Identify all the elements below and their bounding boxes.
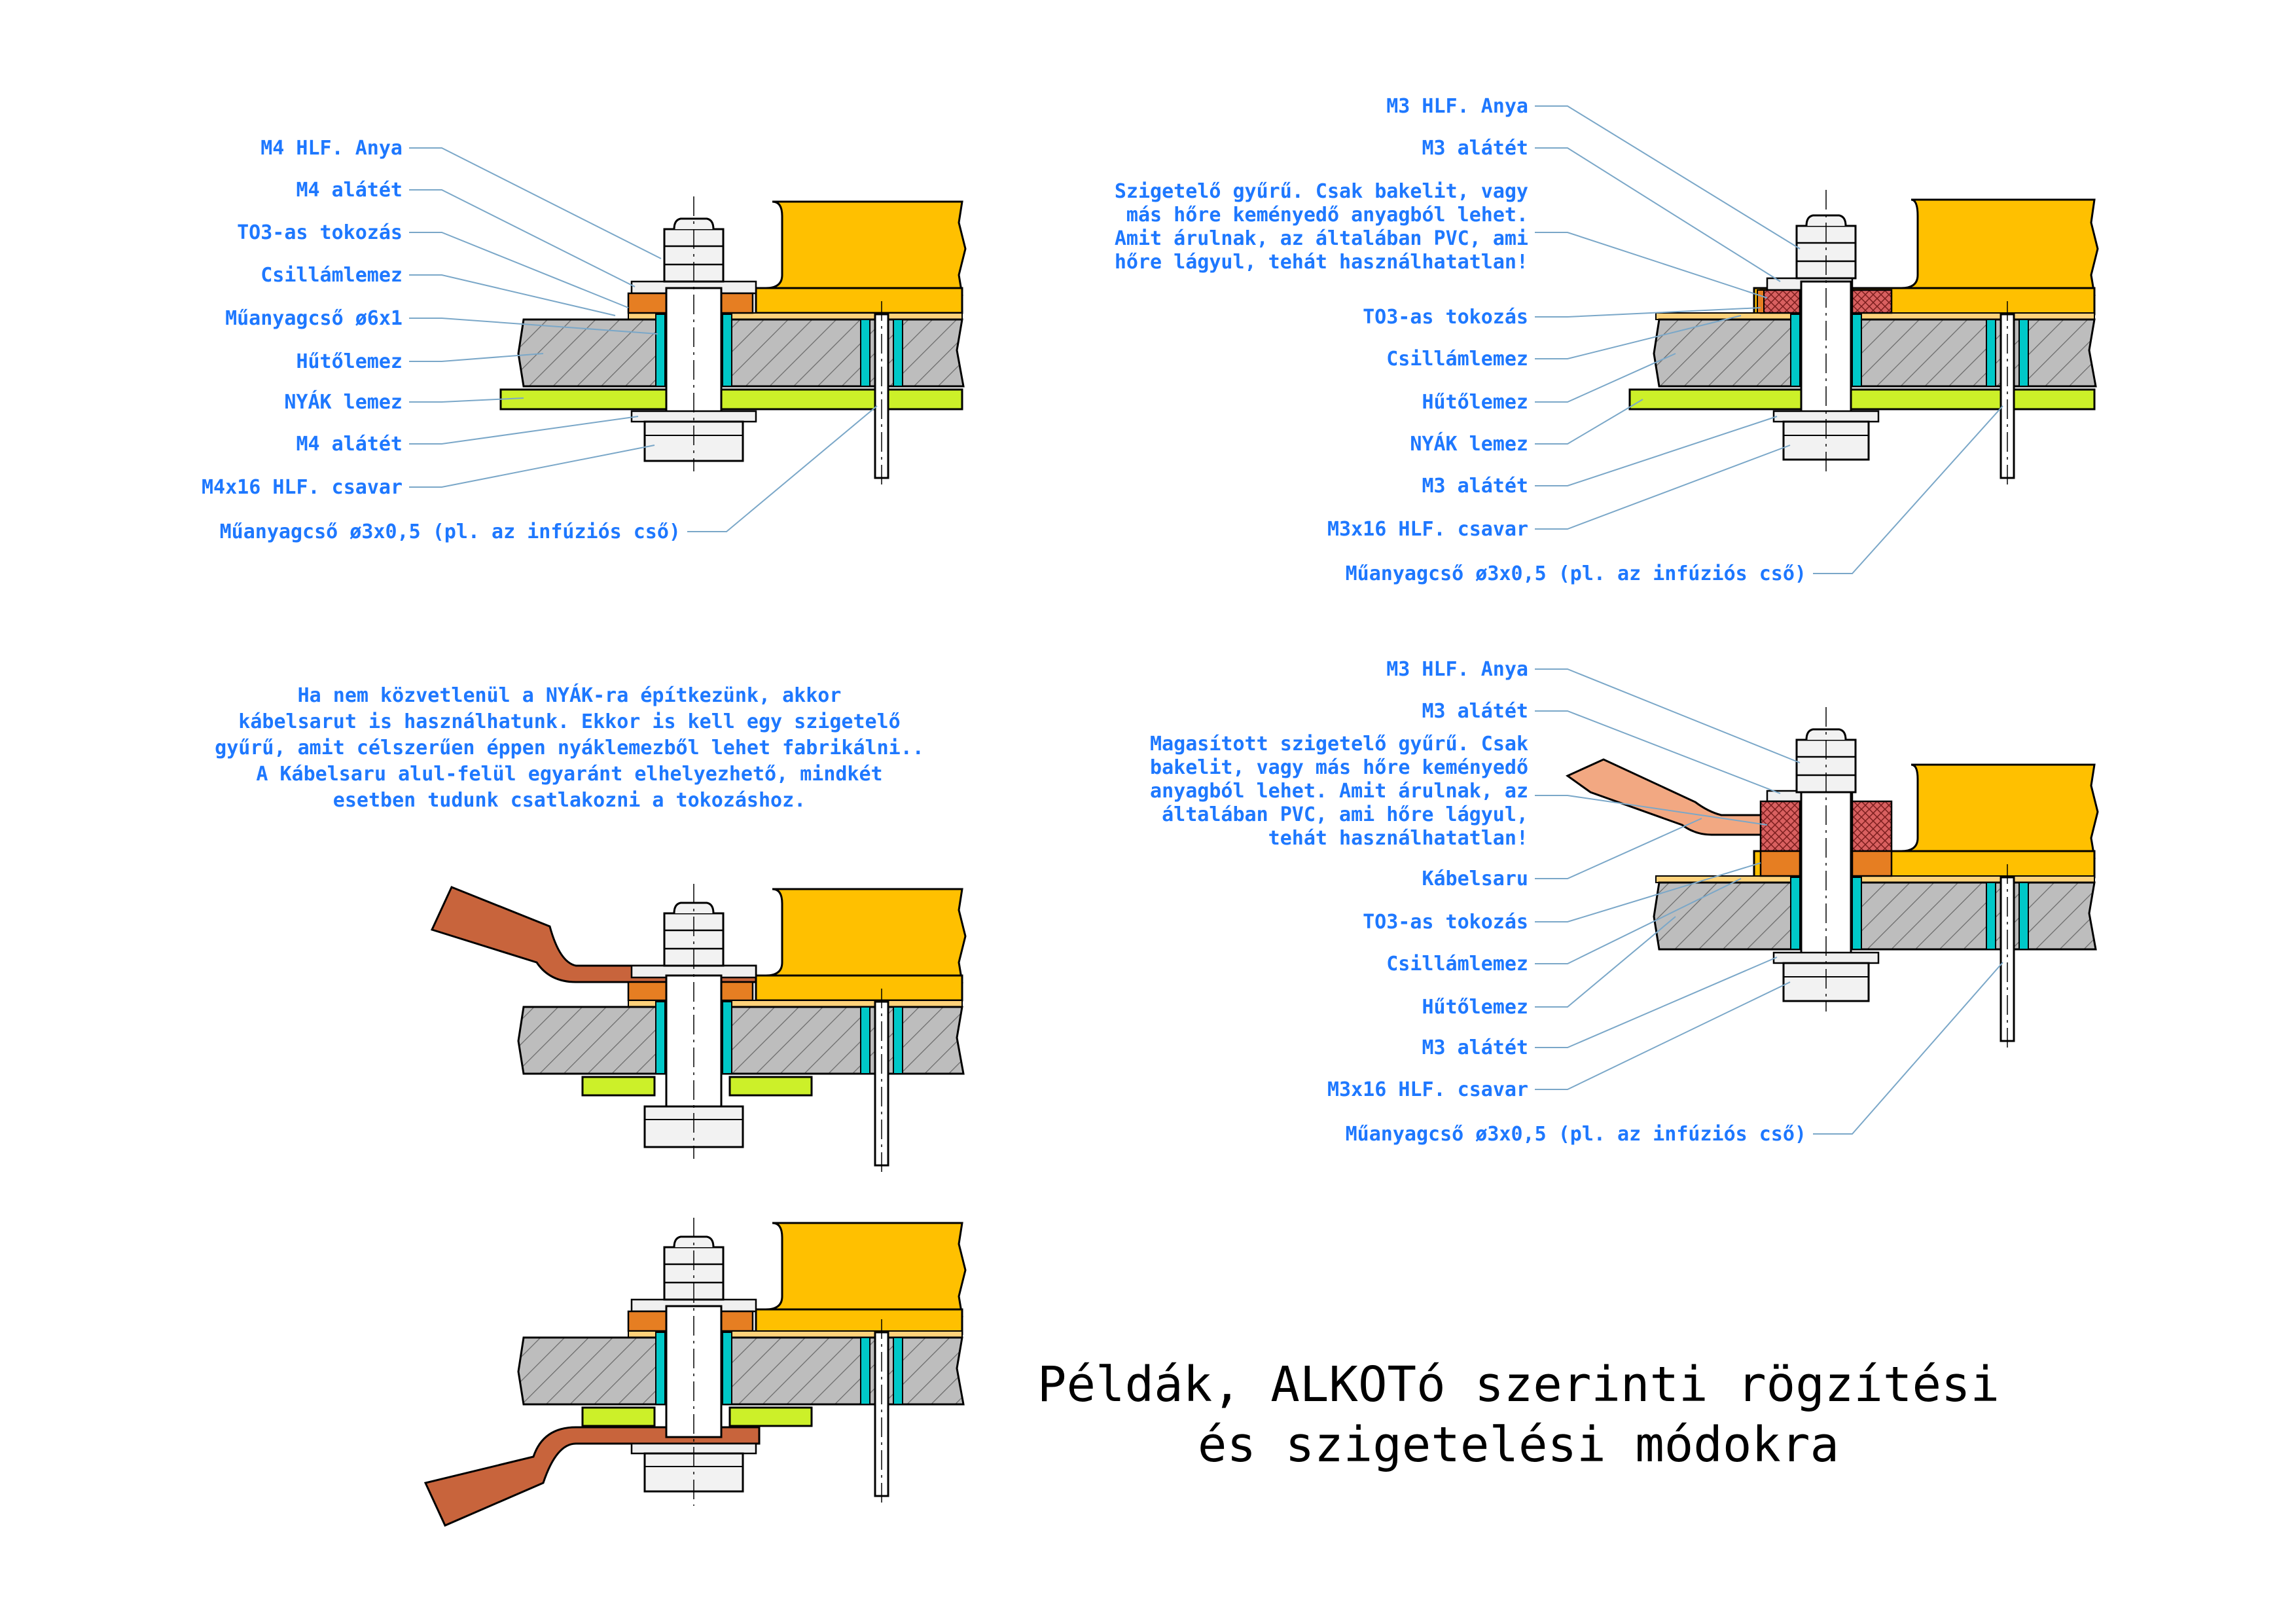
label-raised-ring-1: Magasított szigetelő gyűrű. Csak xyxy=(1150,733,1528,756)
labels-top-left: M4 HLF. Anya M4 alátét TO3-as tokozás Cs… xyxy=(202,137,681,543)
label-to3-case: TO3-as tokozás xyxy=(237,221,403,244)
label-cable-lug: Kábelsaru xyxy=(1422,867,1528,890)
leader-lines-top-right xyxy=(1535,105,2003,574)
label-pin-tube-mr: Műanyagcső ø3x0,5 (pl. az infúziós cső) xyxy=(1346,1123,1806,1146)
to3-flange xyxy=(755,287,963,314)
label-raised-ring-3: anyagból lehet. Amit árulnak, az xyxy=(1150,780,1528,803)
note-cable-lug: Ha nem közvetlenül a NYÁK-ra építkezünk,… xyxy=(215,684,924,812)
label-raised-ring-2: bakelit, vagy más hőre keményedő xyxy=(1150,756,1528,779)
insulator-tube-right xyxy=(722,314,732,387)
insulator-tube-left xyxy=(655,314,666,387)
label-raised-ring-5: tehát használhatatlan! xyxy=(1268,827,1528,850)
label-washer-tr: M3 alátét xyxy=(1422,137,1528,160)
heatsink xyxy=(517,318,965,388)
cable-lug-bottom xyxy=(423,1426,761,1527)
label-nut-mr: M3 HLF. Anya xyxy=(1386,658,1528,681)
label-washer-bottom-mr: M3 alátét xyxy=(1422,1036,1528,1059)
label-heatsink: Hűtőlemez xyxy=(296,350,403,373)
label-raised-ring-4: általában PVC, ami hőre lágyul, xyxy=(1162,803,1528,826)
label-ring-line3: Amit árulnak, az általában PVC, ami xyxy=(1115,227,1528,250)
label-to3-mr: TO3-as tokozás xyxy=(1363,911,1528,934)
label-mica-mr: Csillámlemez xyxy=(1386,953,1528,976)
label-nut: M4 HLF. Anya xyxy=(260,137,403,160)
label-bolt: M4x16 HLF. csavar xyxy=(202,476,403,499)
label-bolt-tr: M3x16 HLF. csavar xyxy=(1327,518,1528,541)
label-washer-bottom: M4 alátét xyxy=(296,433,403,456)
label-pin-tube: Műanyagcső ø3x0,5 (pl. az infúziós cső) xyxy=(220,520,681,543)
label-ring-line2: más hőre keményedő anyagból lehet. xyxy=(1126,204,1528,227)
assembly-top-right: M3 HLF. Anya M3 alátét Szigetelő gyűrű. … xyxy=(1115,95,2099,585)
title-line-1: Példák, ALKOTó szerinti rögzítési xyxy=(1037,1357,2000,1413)
label-bolt-mr: M3x16 HLF. csavar xyxy=(1327,1078,1528,1101)
label-washer: M4 alátét xyxy=(296,179,403,202)
note-line-4: A Kábelsaru alul-felül egyaránt elhelyez… xyxy=(256,763,882,786)
label-to3-tr: TO3-as tokozás xyxy=(1363,306,1528,329)
leader-lines-top-left xyxy=(409,147,878,532)
label-ring-line1: Szigetelő gyűrű. Csak bakelit, vagy xyxy=(1115,180,1528,203)
note-line-1: Ha nem közvetlenül a NYÁK-ra építkezünk,… xyxy=(298,684,842,707)
leader-lines-middle-right xyxy=(1535,668,2003,1135)
label-plastic-tube: Műanyagcső ø6x1 xyxy=(225,307,403,330)
label-pin-tube-tr: Műanyagcső ø3x0,5 (pl. az infúziós cső) xyxy=(1346,562,1806,585)
label-nut-tr: M3 HLF. Anya xyxy=(1386,95,1528,118)
to3-case xyxy=(763,200,967,296)
note-line-2: kábelsarut is használhatunk. Ekkor is ke… xyxy=(238,710,900,733)
sheet-title: Példák, ALKOTó szerinti rögzítési és szi… xyxy=(1037,1357,2000,1473)
label-washer-bottom-tr: M3 alátét xyxy=(1422,475,1528,498)
pcb xyxy=(499,388,963,410)
label-pcb: NYÁK lemez xyxy=(284,390,403,414)
assembly-middle-right: M3 HLF. Anya M3 alátét Magasított sziget… xyxy=(1150,658,2099,1146)
label-heatsink-mr: Hűtőlemez xyxy=(1422,996,1528,1019)
label-heatsink-tr: Hűtőlemez xyxy=(1422,391,1528,414)
note-line-5: esetben tudunk csatlakozni a tokozáshoz. xyxy=(333,789,806,812)
assembly-lug-top xyxy=(430,884,967,1173)
labels-middle-right: M3 HLF. Anya M3 alátét Magasított sziget… xyxy=(1150,658,1806,1146)
label-mica-tr: Csillámlemez xyxy=(1386,348,1528,371)
label-ring-line4: hőre lágyul, tehát használhatatlan! xyxy=(1115,251,1528,274)
labels-top-right: M3 HLF. Anya M3 alátét Szigetelő gyűrű. … xyxy=(1115,95,1806,585)
label-washer-mr: M3 alátét xyxy=(1422,700,1528,723)
note-line-3: gyűrű, amit célszerűen éppen nyáklemezbő… xyxy=(215,737,924,759)
assembly-top-left: M4 HLF. Anya M4 alátét TO3-as tokozás Cs… xyxy=(202,137,967,543)
label-mica: Csillámlemez xyxy=(260,264,403,287)
to3-case-tr xyxy=(1898,198,2099,296)
label-pcb-tr: NYÁK lemez xyxy=(1410,432,1528,456)
heatsink-tr xyxy=(1653,318,2097,388)
cable-lug-mr xyxy=(1566,758,1768,836)
insulating-ring-tr xyxy=(1759,289,1801,314)
assembly-lug-bottom xyxy=(423,1218,967,1527)
title-line-2: és szigetelési módokra xyxy=(1198,1417,1839,1473)
